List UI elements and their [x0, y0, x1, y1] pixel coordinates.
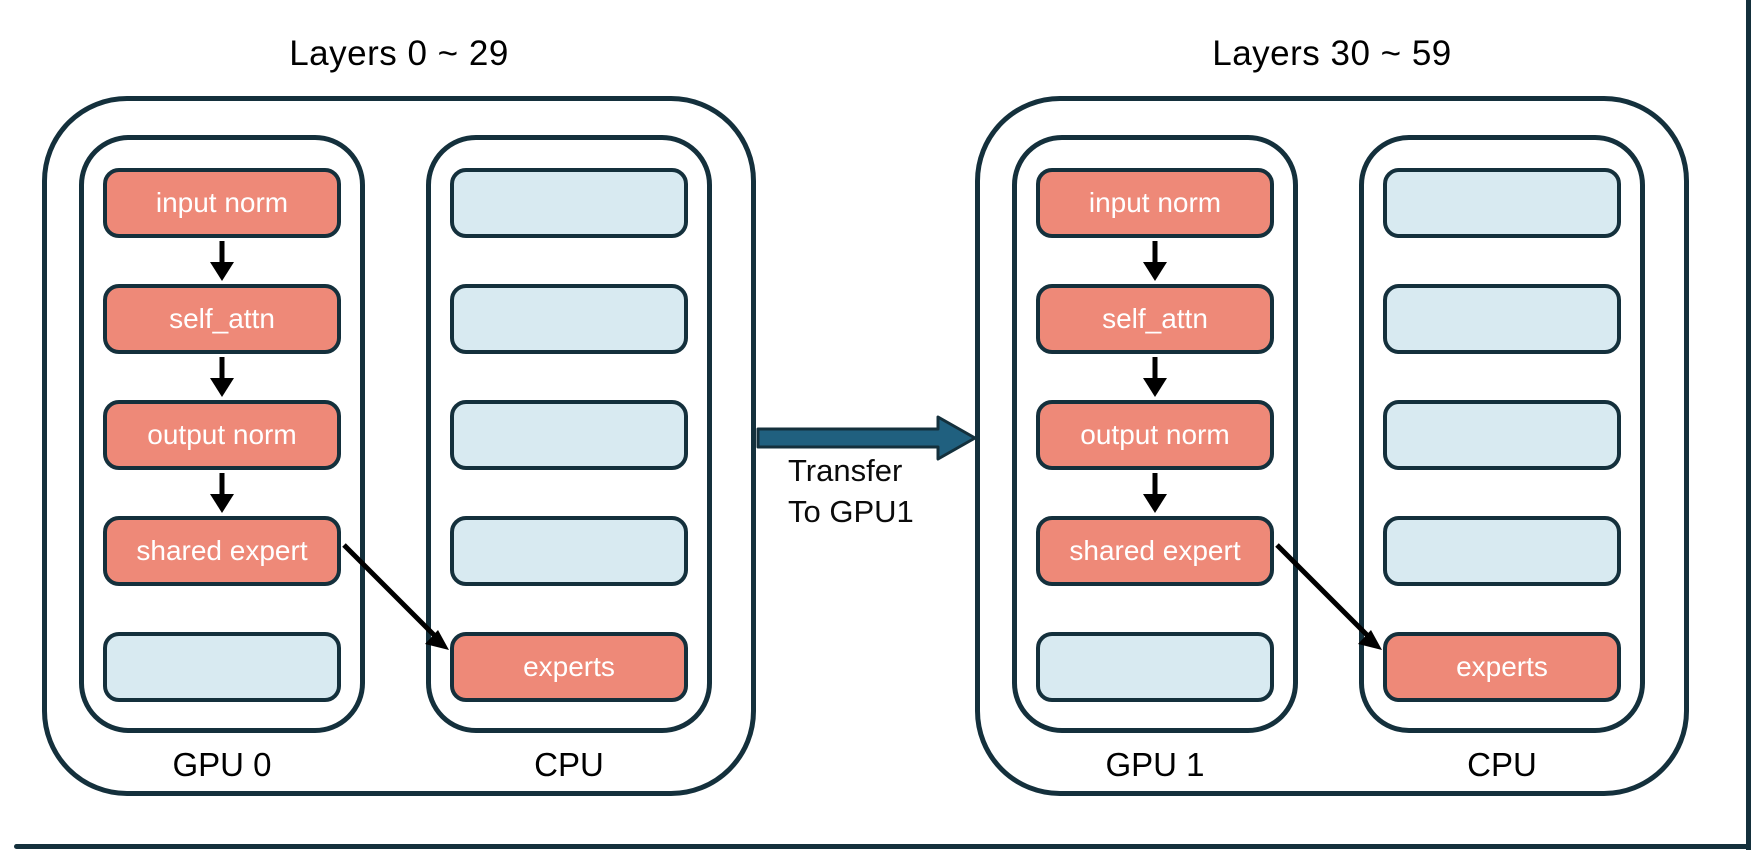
group-layers-0-29: Layers 0 ~ 29 input norm self_attn outpu…	[42, 0, 756, 850]
box-self-attn: self_attn	[103, 284, 341, 354]
box-empty	[1383, 516, 1621, 586]
slide-border-bottom	[14, 844, 1751, 849]
box-output-norm: output norm	[103, 400, 341, 470]
group-title: Layers 0 ~ 29	[289, 34, 509, 73]
box-empty	[1383, 168, 1621, 238]
cpu-label: CPU	[534, 746, 604, 783]
box-shared-expert: shared expert	[1036, 516, 1274, 586]
transfer-label-line1: Transfer	[788, 453, 903, 488]
box-empty	[450, 516, 688, 586]
transfer-label: Transfer To GPU1	[788, 450, 914, 532]
box-input-norm: input norm	[1036, 168, 1274, 238]
cpu-label: CPU	[1467, 746, 1537, 783]
gpu1-label: GPU 1	[1105, 746, 1205, 783]
group-layers-30-59: Layers 30 ~ 59 input norm self_attn outp…	[975, 0, 1689, 850]
slide-border-right	[1746, 0, 1751, 850]
box-empty	[1036, 632, 1274, 702]
gpu0-label: GPU 0	[172, 746, 272, 783]
box-self-attn: self_attn	[1036, 284, 1274, 354]
box-shared-expert: shared expert	[103, 516, 341, 586]
box-input-norm: input norm	[103, 168, 341, 238]
box-empty	[1383, 400, 1621, 470]
box-empty	[1383, 284, 1621, 354]
box-empty	[450, 400, 688, 470]
group-title: Layers 30 ~ 59	[1212, 34, 1452, 73]
box-empty	[103, 632, 341, 702]
box-output-norm: output norm	[1036, 400, 1274, 470]
box-experts: experts	[450, 632, 688, 702]
box-empty	[450, 168, 688, 238]
box-experts: experts	[1383, 632, 1621, 702]
transfer-label-line2: To GPU1	[788, 494, 914, 529]
box-empty	[450, 284, 688, 354]
